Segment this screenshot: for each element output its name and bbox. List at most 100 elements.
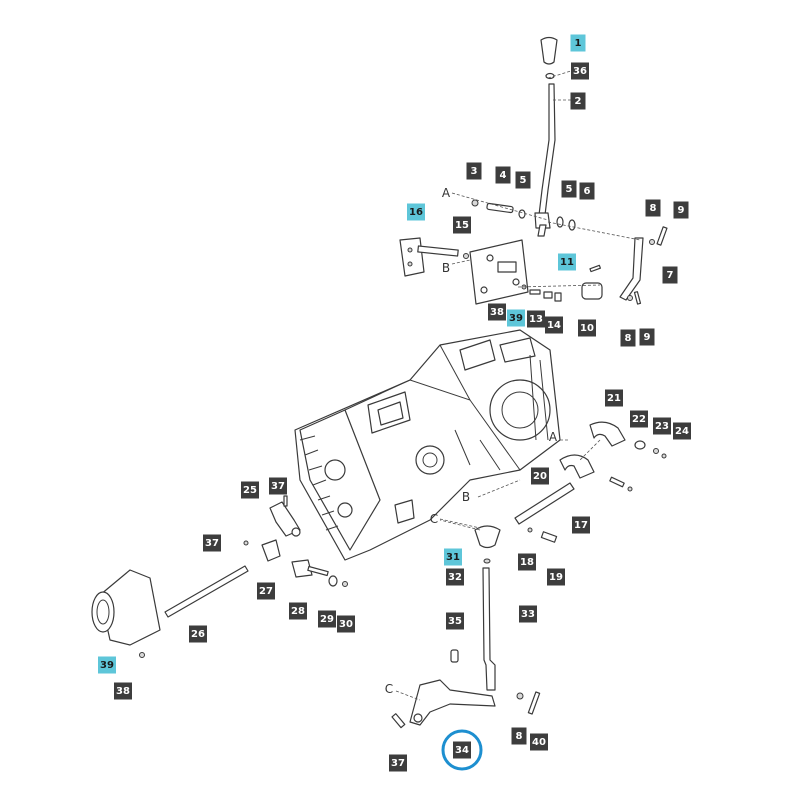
- callout-tag: 25: [241, 481, 259, 499]
- callout-label: 29: [320, 614, 334, 625]
- shift-plate: [469, 239, 529, 305]
- callout-box: [453, 216, 471, 234]
- block-28: [291, 559, 348, 587]
- callout-label: 13: [529, 314, 543, 325]
- callout-box: [446, 568, 464, 586]
- callout-label: 3: [471, 166, 478, 177]
- callout-tag: 37: [269, 477, 287, 495]
- callout-tag: 39: [98, 656, 116, 674]
- callout-label: 1: [575, 38, 582, 49]
- callout-box: [389, 754, 407, 772]
- callout-label: 20: [533, 471, 547, 482]
- callout-label: 15: [455, 220, 469, 231]
- highlight-circle: [441, 729, 483, 771]
- ref-a-top: A: [442, 186, 451, 200]
- callout-tag: 8: [620, 329, 636, 347]
- callout-tag: 15: [453, 216, 471, 234]
- callout-box: [444, 548, 462, 566]
- callout-box: [488, 303, 506, 321]
- callout-label: 28: [291, 606, 305, 617]
- callout-label: 17: [574, 520, 588, 531]
- callout-label: 31: [446, 552, 460, 563]
- callout-tag: 4: [495, 166, 511, 184]
- callout-box: [545, 316, 563, 334]
- callout-tag: 9: [639, 328, 655, 346]
- callout-label: 26: [191, 629, 205, 640]
- front-cover: [91, 569, 161, 658]
- callout-tag: 30: [337, 615, 355, 633]
- callout-label: 23: [655, 421, 669, 432]
- callout-label: 34: [455, 745, 469, 756]
- callout-label: 18: [520, 557, 534, 568]
- callout-label: 14: [547, 320, 561, 331]
- callout-tag: 23: [653, 417, 671, 435]
- callout-tag: 40: [530, 733, 548, 751]
- callout-tag: 9: [673, 201, 689, 219]
- callout-box: [518, 553, 536, 571]
- callout-label: 37: [205, 538, 219, 549]
- pin-35: [450, 649, 459, 663]
- callout-box: [257, 582, 275, 600]
- callout-box: [507, 309, 525, 327]
- callout-box: [203, 534, 221, 552]
- callout-tag: 32: [446, 568, 464, 586]
- callout-label: 9: [644, 332, 651, 343]
- callout-box: [114, 682, 132, 700]
- callout-label: 19: [549, 572, 563, 583]
- callout-tag: 13: [527, 310, 545, 328]
- callout-tag: 34: [441, 729, 483, 771]
- callout-box: [572, 516, 590, 534]
- callout-label: 37: [271, 481, 285, 492]
- shift-fork-21: [589, 421, 667, 459]
- callout-box: [318, 610, 336, 628]
- callout-box: [530, 733, 548, 751]
- callouts-layer: 1 36 2 3 4 5 5 6 16 15 8 9 11 7 38 39 13…: [98, 34, 691, 772]
- gear-lever-assembly: [534, 36, 558, 237]
- callout-box: [466, 162, 482, 180]
- ref-b-mid: B: [462, 490, 470, 504]
- callout-box: [269, 477, 287, 495]
- callout-tag: 5: [515, 171, 531, 189]
- shift-shaft-17: [514, 482, 575, 525]
- callout-tag: 36: [571, 62, 589, 80]
- callout-tag: 26: [189, 625, 207, 643]
- callout-label: 27: [259, 586, 273, 597]
- callout-tag: 18: [518, 553, 536, 571]
- transmission-housing: [294, 329, 561, 561]
- callout-tag: 14: [545, 316, 563, 334]
- callout-box: [673, 201, 689, 219]
- callout-label: 30: [339, 619, 353, 630]
- callout-label: 38: [116, 686, 130, 697]
- ref-c-bottom: C: [385, 682, 393, 696]
- callout-box: [645, 199, 661, 217]
- callout-label: 5: [566, 184, 573, 195]
- pedal-lever-34: [391, 679, 541, 729]
- callout-tag: 2: [570, 92, 586, 110]
- callout-label: 40: [532, 737, 546, 748]
- callout-tag: 24: [673, 422, 691, 440]
- callout-box: [558, 253, 576, 271]
- callout-label: 21: [607, 393, 621, 404]
- callout-tag: 31: [444, 548, 462, 566]
- callout-label: 39: [100, 660, 114, 671]
- callout-label: 10: [580, 323, 594, 334]
- callout-label: 37: [391, 758, 405, 769]
- callout-box: [337, 615, 355, 633]
- callout-label: 4: [500, 170, 507, 181]
- callout-box: [571, 62, 589, 80]
- callout-label: 39: [509, 313, 523, 324]
- callout-box: [620, 329, 636, 347]
- callout-label: 22: [632, 414, 646, 425]
- callout-label: 38: [490, 307, 504, 318]
- callout-tag: 10: [578, 319, 596, 337]
- callout-box: [578, 319, 596, 337]
- callout-box: [407, 203, 425, 221]
- callout-label: 9: [678, 205, 685, 216]
- callout-label: 16: [409, 207, 423, 218]
- callout-tag: 33: [519, 605, 537, 623]
- callout-tag: 35: [446, 612, 464, 630]
- bracket-16: [399, 237, 469, 277]
- callout-tag: 29: [318, 610, 336, 628]
- callout-tag: 16: [407, 203, 425, 221]
